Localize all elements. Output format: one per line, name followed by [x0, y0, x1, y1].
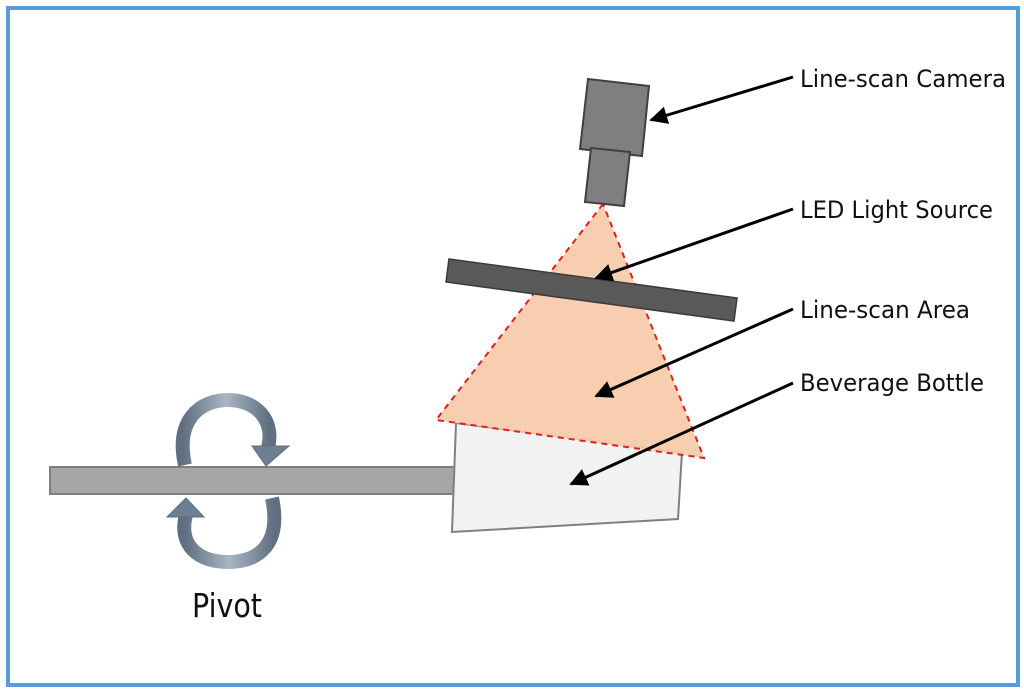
area-label: Line-scan Area — [800, 296, 970, 324]
line-scan-area — [434, 202, 706, 460]
led-label: LED Light Source — [800, 196, 993, 224]
camera-leader-arrow — [649, 75, 794, 124]
area-leader-arrow — [594, 307, 794, 398]
bottle-label: Beverage Bottle — [800, 369, 984, 397]
camera-label: Line-scan Camera — [800, 65, 1006, 93]
bottle-leader-arrow — [569, 381, 794, 486]
rotation-arrows-icon — [165, 392, 291, 570]
led-light-source — [445, 258, 738, 322]
led-leader-arrow — [594, 207, 794, 282]
pivot-shaft — [49, 466, 457, 495]
pivot-label: Pivot — [192, 586, 262, 625]
line-scan-camera — [578, 77, 651, 208]
